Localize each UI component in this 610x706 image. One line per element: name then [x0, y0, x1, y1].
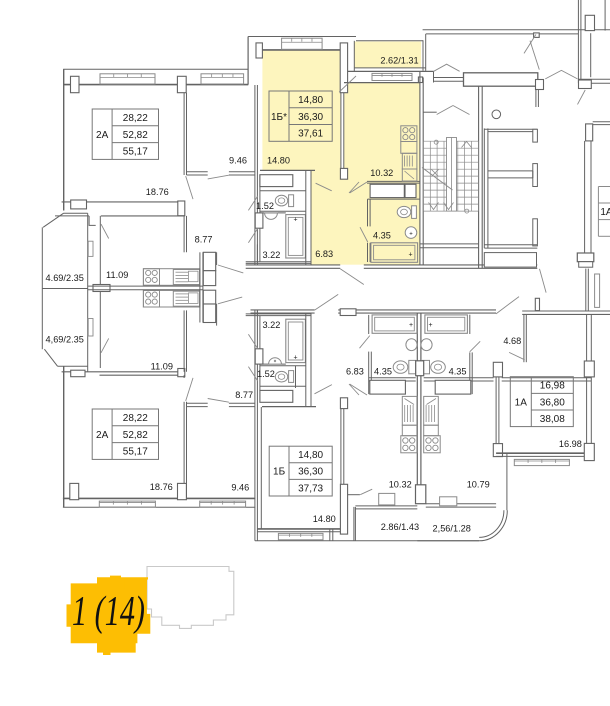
- svg-text:16.98: 16.98: [559, 439, 582, 449]
- svg-text:4.68: 4.68: [503, 336, 521, 346]
- svg-text:1А: 1А: [600, 207, 610, 218]
- svg-text:52,82: 52,82: [123, 430, 148, 441]
- svg-text:36,80: 36,80: [540, 397, 565, 408]
- svg-text:28,22: 28,22: [123, 113, 148, 124]
- svg-text:4.35: 4.35: [374, 367, 392, 377]
- svg-text:6.83: 6.83: [346, 367, 364, 377]
- svg-text:3.22: 3.22: [262, 320, 280, 330]
- svg-text:37,61: 37,61: [298, 129, 323, 140]
- svg-text:+: +: [408, 252, 412, 259]
- svg-text:16,98: 16,98: [540, 381, 565, 392]
- svg-text:37,73: 37,73: [298, 483, 323, 494]
- svg-text:8.77: 8.77: [195, 235, 213, 245]
- svg-text:14.80: 14.80: [313, 514, 336, 524]
- svg-text:10.32: 10.32: [389, 479, 412, 489]
- svg-text:18.76: 18.76: [146, 187, 169, 197]
- svg-text:1Б*: 1Б*: [271, 112, 287, 123]
- svg-text:18.76: 18.76: [150, 482, 173, 492]
- svg-text:+: +: [409, 322, 413, 329]
- svg-text:1А: 1А: [515, 397, 528, 408]
- svg-text:4,69/2.35: 4,69/2.35: [46, 335, 84, 345]
- svg-text:+: +: [428, 322, 432, 329]
- svg-text:2,56/1.28: 2,56/1.28: [433, 524, 471, 534]
- svg-text:1.52: 1.52: [257, 369, 275, 379]
- svg-text:+: +: [409, 231, 413, 237]
- svg-text:3.22: 3.22: [262, 250, 280, 260]
- svg-text:52,82: 52,82: [123, 130, 148, 141]
- svg-text:1 (14): 1 (14): [72, 589, 145, 635]
- svg-text:4.35: 4.35: [449, 367, 467, 377]
- svg-text:2А: 2А: [96, 130, 109, 141]
- svg-text:14.80: 14.80: [267, 155, 290, 165]
- svg-text:+: +: [294, 217, 298, 224]
- svg-text:6.83: 6.83: [315, 249, 333, 259]
- svg-text:+: +: [294, 355, 298, 362]
- svg-text:10.79: 10.79: [467, 479, 490, 489]
- svg-text:4.69/2.35: 4.69/2.35: [46, 273, 84, 283]
- svg-text:9.46: 9.46: [231, 483, 249, 493]
- svg-text:28,22: 28,22: [123, 413, 148, 424]
- svg-text:55,17: 55,17: [123, 147, 148, 158]
- svg-text:2.62/1.31: 2.62/1.31: [380, 56, 418, 66]
- svg-text:14,80: 14,80: [298, 95, 323, 106]
- svg-text:14,80: 14,80: [298, 450, 323, 461]
- svg-text:9.46: 9.46: [229, 155, 247, 165]
- svg-text:36,30: 36,30: [298, 112, 323, 123]
- svg-text:4.35: 4.35: [373, 231, 391, 241]
- svg-text:55,17: 55,17: [123, 447, 148, 458]
- svg-text:1.52: 1.52: [256, 201, 274, 211]
- svg-text:10.32: 10.32: [370, 168, 393, 178]
- svg-text:11.09: 11.09: [106, 270, 128, 280]
- svg-text:38,08: 38,08: [540, 414, 565, 425]
- svg-text:11.09: 11.09: [151, 362, 173, 372]
- svg-text:2.86/1.43: 2.86/1.43: [381, 522, 419, 532]
- svg-text:1Б: 1Б: [273, 467, 286, 478]
- svg-text:36,30: 36,30: [298, 467, 323, 478]
- svg-text:2А: 2А: [96, 430, 109, 441]
- svg-text:8.77: 8.77: [235, 390, 253, 400]
